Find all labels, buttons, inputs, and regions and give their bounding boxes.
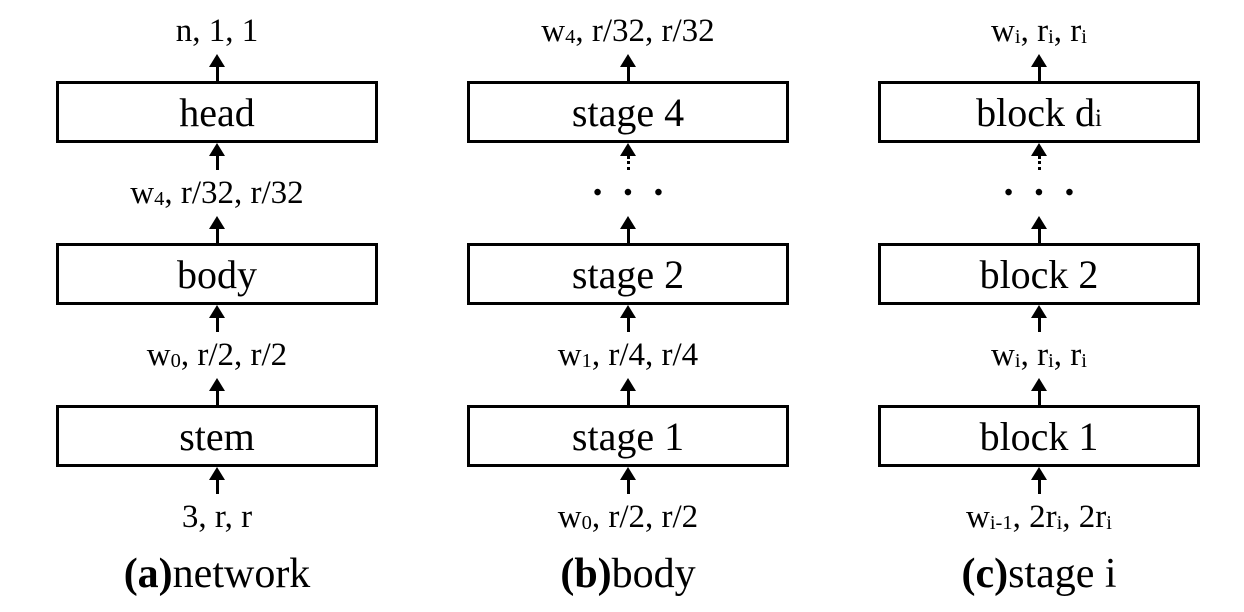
up-arrow-icon [209, 54, 225, 81]
stage-4-box: stage 4 [467, 81, 789, 143]
arrow-stem [1037, 391, 1041, 405]
up-arrow-icon [620, 305, 636, 332]
head-box: head [56, 81, 378, 143]
arrowhead-icon [209, 216, 225, 229]
dotted-up-arrow-icon [620, 143, 636, 170]
arrowhead-icon [1031, 378, 1047, 391]
arrow-stem [215, 480, 219, 494]
arrowhead-icon [1031, 54, 1047, 67]
arrow-stem [215, 229, 219, 243]
arrow-stem [626, 67, 630, 81]
arrowhead-icon [620, 305, 636, 318]
arrowhead-icon [620, 54, 636, 67]
arrowhead-icon [620, 378, 636, 391]
arrow-stem [215, 67, 219, 81]
body-box: body [56, 243, 378, 305]
up-arrow-icon [620, 467, 636, 494]
arrowhead-icon [209, 143, 225, 156]
arrow-stem [1037, 67, 1041, 81]
up-arrow-icon [209, 143, 225, 170]
up-arrow-icon [1031, 54, 1047, 81]
arrowhead-icon [209, 467, 225, 480]
caption-index: (a) [123, 551, 173, 597]
ellipsis-dots: • • • [1004, 179, 1082, 206]
up-arrow-icon [209, 378, 225, 405]
arrow-stem [215, 156, 219, 170]
arrowhead-icon [209, 305, 225, 318]
arrow-stem [1037, 480, 1041, 494]
arrow-stem [215, 391, 219, 405]
arrow-stem [626, 480, 630, 494]
caption: (c) stage i [961, 546, 1116, 602]
up-arrow-icon [209, 305, 225, 332]
up-arrow-icon [1031, 305, 1047, 332]
arrowhead-icon [1031, 305, 1047, 318]
caption-label: stage i [1008, 551, 1117, 597]
arrowhead-icon [620, 467, 636, 480]
caption-index: (b) [560, 551, 612, 597]
arrowhead-icon [1031, 143, 1047, 156]
ellipsis-dots: • • • [593, 179, 671, 206]
dotted-up-arrow-icon [1031, 143, 1047, 170]
up-arrow-icon [209, 467, 225, 494]
block-1-box: block 1 [878, 405, 1200, 467]
dotted-arrow-stem [1037, 156, 1041, 170]
up-arrow-icon [1031, 216, 1047, 243]
up-arrow-icon [1031, 467, 1047, 494]
up-arrow-icon [620, 54, 636, 81]
caption-label: body [611, 551, 696, 597]
caption-index: (c) [961, 551, 1009, 597]
stage-2-box: stage 2 [467, 243, 789, 305]
arrowhead-icon [620, 216, 636, 229]
arrow-stem [215, 318, 219, 332]
caption: (b) body [560, 546, 695, 602]
block-2-box: block 2 [878, 243, 1200, 305]
arrowhead-icon [1031, 467, 1047, 480]
up-arrow-icon [209, 216, 225, 243]
stage-1-box: stage 1 [467, 405, 789, 467]
caption-label: network [172, 551, 311, 597]
arrow-stem [626, 318, 630, 332]
arrowhead-icon [209, 378, 225, 391]
up-arrow-icon [1031, 378, 1047, 405]
arrow-stem [626, 229, 630, 243]
up-arrow-icon [620, 216, 636, 243]
arrow-stem [1037, 318, 1041, 332]
arrow-stem [1037, 229, 1041, 243]
arrowhead-icon [620, 143, 636, 156]
arrow-stem [626, 391, 630, 405]
stem-box: stem [56, 405, 378, 467]
arrowhead-icon [209, 54, 225, 67]
caption: (a) network [124, 546, 311, 602]
up-arrow-icon [620, 378, 636, 405]
input-shape-label: 3, r, r [181, 498, 253, 535]
dotted-arrow-stem [626, 156, 630, 170]
output-shape-label: n, 1, 1 [175, 12, 259, 49]
arrowhead-icon [1031, 216, 1047, 229]
